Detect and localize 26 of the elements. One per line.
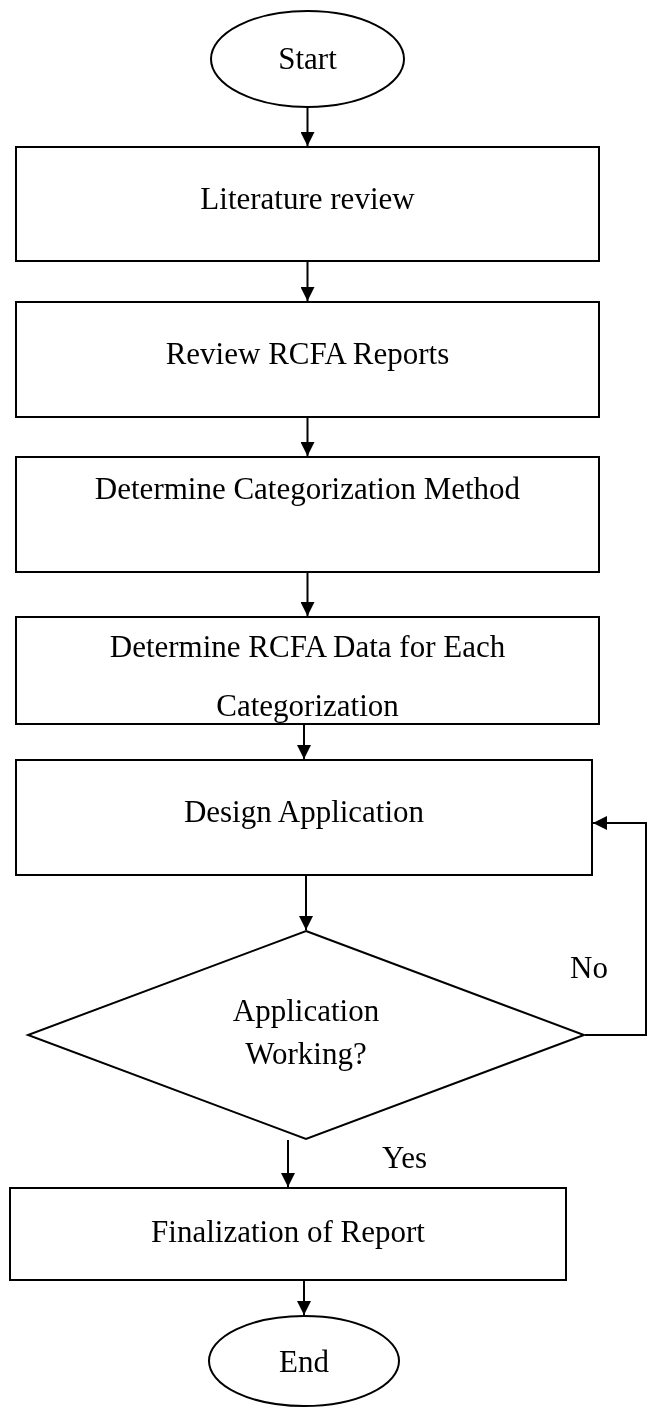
process-box (15, 616, 600, 725)
step-text: Design Application (183, 793, 425, 831)
step-text: Determine Categorization Method (94, 470, 521, 508)
arrow (300, 261, 315, 302)
arrow (300, 572, 315, 617)
step-text: Literature review (200, 180, 415, 218)
arrow (281, 1139, 295, 1188)
arrow (300, 417, 315, 457)
process-box (15, 146, 600, 262)
process-box (15, 456, 600, 573)
step-text: Determine RCFA Data for Each Categorization (108, 628, 507, 725)
step-text: End (279, 1343, 329, 1381)
process-box (15, 759, 593, 876)
arrow (297, 1280, 311, 1316)
step-text: Finalization of Report (151, 1213, 425, 1251)
process-box (9, 1187, 567, 1281)
arrow (297, 724, 311, 760)
terminal-oval (210, 10, 405, 108)
arrow (299, 875, 313, 931)
step-text: Start (278, 40, 337, 78)
step-text: Review RCFA Reports (165, 335, 450, 373)
arrow (300, 107, 315, 147)
terminal-oval (208, 1315, 400, 1407)
step-text: Application Working? (231, 992, 381, 1073)
process-box (15, 301, 600, 418)
arrow (584, 816, 647, 1036)
